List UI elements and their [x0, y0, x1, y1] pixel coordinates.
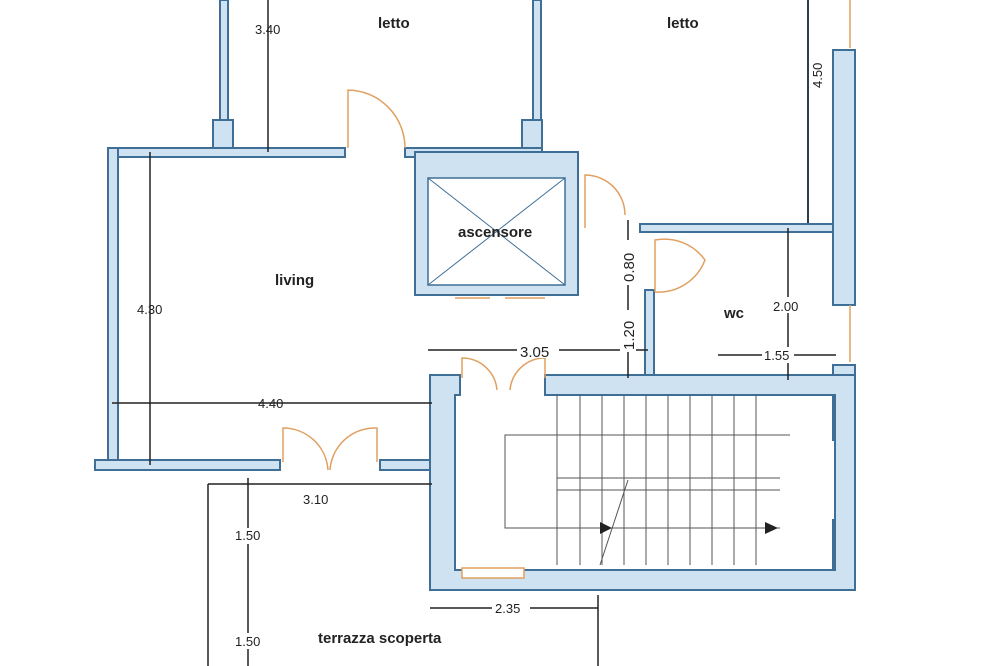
- dim-wc-width: 1.55: [764, 348, 789, 363]
- room-label-wc: wc: [723, 305, 744, 322]
- room-label-bedroom-right: letto: [667, 15, 699, 32]
- dim-terrace-width: 3.10: [303, 492, 328, 507]
- dim-terrace-depth-1: 1.50: [235, 528, 260, 543]
- dim-corridor-lower: 1.20: [621, 321, 638, 350]
- doors: [282, 89, 706, 471]
- dim-bedroom-right: 4.50: [810, 63, 825, 88]
- room-label-living: living: [275, 272, 314, 289]
- dim-stair-landing: 2.35: [495, 601, 520, 616]
- dim-terrace-depth-2: 1.50: [235, 634, 260, 649]
- room-label-terrace: terrazza scoperta: [318, 630, 442, 647]
- living-walls: [94, 147, 543, 471]
- elevator-shaft: [414, 151, 579, 299]
- dim-corridor-door: 0.80: [621, 253, 638, 282]
- dim-living-width: 4.40: [258, 396, 283, 411]
- dim-corridor-width: 3.05: [520, 344, 549, 361]
- stairwell: [429, 374, 856, 591]
- dim-living-height: 4.30: [137, 302, 162, 317]
- room-label-elevator: ascensore: [458, 224, 532, 241]
- dim-bedroom-left: 3.40: [255, 22, 280, 37]
- dim-wc-height: 2.00: [773, 299, 798, 314]
- room-label-bedroom-left: letto: [378, 15, 410, 32]
